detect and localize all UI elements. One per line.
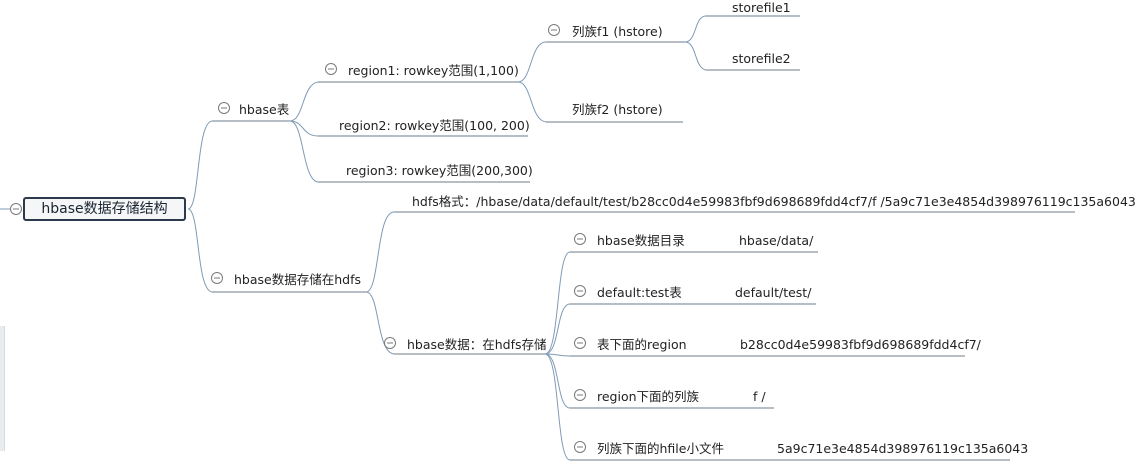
root-node-label: hbase数据存储结构	[41, 201, 168, 217]
node-region2[interactable]: region2: rowkey范围(100, 200)	[339, 118, 530, 133]
node-item-label[interactable]: 列族下面的hfile小文件	[597, 441, 724, 456]
connector-region1-cf1	[517, 41, 547, 83]
node-storefile1[interactable]: storefile1	[732, 0, 791, 15]
connector-cf1-storefile1	[684, 15, 707, 43]
node-hdfs-format[interactable]: hdfs格式：/hbase/data/default/test/b28cc0d4…	[412, 194, 1136, 209]
node-item-value: hbase/data/	[739, 233, 814, 248]
root-node[interactable]	[23, 197, 186, 221]
connector-region1-cf2	[517, 81, 547, 123]
node-storefile2[interactable]: storefile2	[732, 51, 791, 66]
minus-circle-icon[interactable]	[574, 285, 586, 297]
node-item-value: b28cc0d4e59983fbf9d698689fdd4cf7/	[740, 337, 981, 352]
connector-table-region3	[289, 120, 319, 183]
node-region1[interactable]: region1: rowkey范围(1,100)	[348, 63, 519, 78]
node-column-family-f1[interactable]: 列族f1 (hstore)	[572, 24, 663, 39]
connector-data-item-3	[544, 353, 571, 357]
minus-circle-icon[interactable]	[548, 24, 560, 36]
node-hdfs-storage[interactable]: hbase数据存储在hdfs	[234, 272, 361, 287]
minus-circle-icon[interactable]	[574, 389, 586, 401]
minus-circle-icon[interactable]	[325, 63, 337, 75]
minus-circle-icon[interactable]	[574, 337, 586, 349]
node-item-value: 5a9c71e3e4854d398976119c135a6043	[777, 441, 1029, 456]
connector-cf1-storefile2	[684, 41, 707, 71]
connector-root-hbase-table	[187, 120, 213, 210]
connector-data-item-1	[544, 251, 571, 355]
node-region3[interactable]: region3: rowkey范围(200,300)	[346, 163, 533, 178]
minus-circle-icon[interactable]	[218, 102, 230, 114]
node-item-label[interactable]: hbase数据目录	[597, 233, 685, 248]
node-hbase-table[interactable]: hbase表	[239, 102, 290, 117]
node-hbase-data-in-hdfs[interactable]: hbase数据：在hdfs存储	[407, 337, 547, 352]
connector-table-region1	[289, 81, 319, 122]
minus-circle-icon[interactable]	[574, 233, 586, 245]
minus-circle-icon[interactable]	[10, 203, 22, 215]
minus-circle-icon[interactable]	[574, 441, 586, 453]
connector-table-region2	[289, 120, 319, 137]
side-panel-tab[interactable]	[0, 326, 5, 451]
connector-lines	[187, 15, 707, 461]
mind-map-canvas	[0, 15, 1075, 461]
node-underlines	[212, 15, 1075, 461]
connector-hdfs-data	[365, 291, 395, 355]
connector-root-hdfs-storage	[187, 208, 213, 293]
connector-data-item-4	[544, 353, 571, 409]
node-item-value: f /	[753, 389, 766, 404]
node-item-value: default/test/	[735, 285, 812, 300]
node-column-family-f2[interactable]: 列族f2 (hstore)	[572, 102, 663, 117]
node-item-label[interactable]: default:test表	[597, 285, 682, 300]
connector-data-item-2	[544, 303, 571, 355]
node-item-label[interactable]: region下面的列族	[597, 389, 700, 404]
connector-data-item-5	[544, 353, 571, 461]
minus-circle-icon[interactable]	[384, 337, 396, 349]
connector-hdfs-format	[365, 211, 395, 293]
minus-circle-icon[interactable]	[211, 272, 223, 284]
node-item-label[interactable]: 表下面的region	[597, 337, 687, 352]
